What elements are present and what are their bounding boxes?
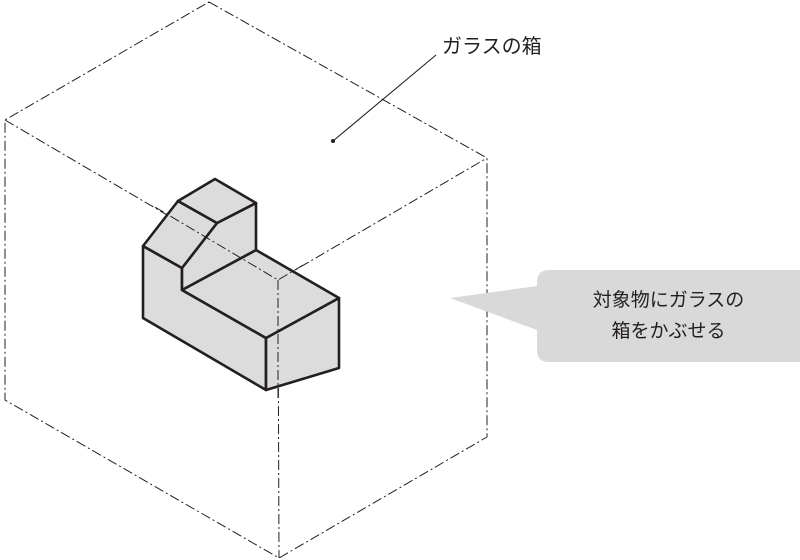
leader-dot <box>331 139 335 143</box>
callout-text: 対象物にガラスの 箱をかぶせる <box>537 270 800 362</box>
glass-box-top-edges <box>4 119 488 281</box>
glass-box-label: ガラスの箱 <box>442 34 542 58</box>
glass-box <box>4 1 488 559</box>
leader-line <box>332 54 437 142</box>
target-object <box>141 177 341 392</box>
object-top-face <box>176 177 258 225</box>
callout-line-2: 箱をかぶせる <box>611 320 726 342</box>
callout-bubble <box>450 270 800 362</box>
glass-box-hidden-edges <box>154 206 306 400</box>
glass-box-front-edge <box>277 279 280 559</box>
callout-line-1: 対象物にガラスの <box>592 289 745 311</box>
